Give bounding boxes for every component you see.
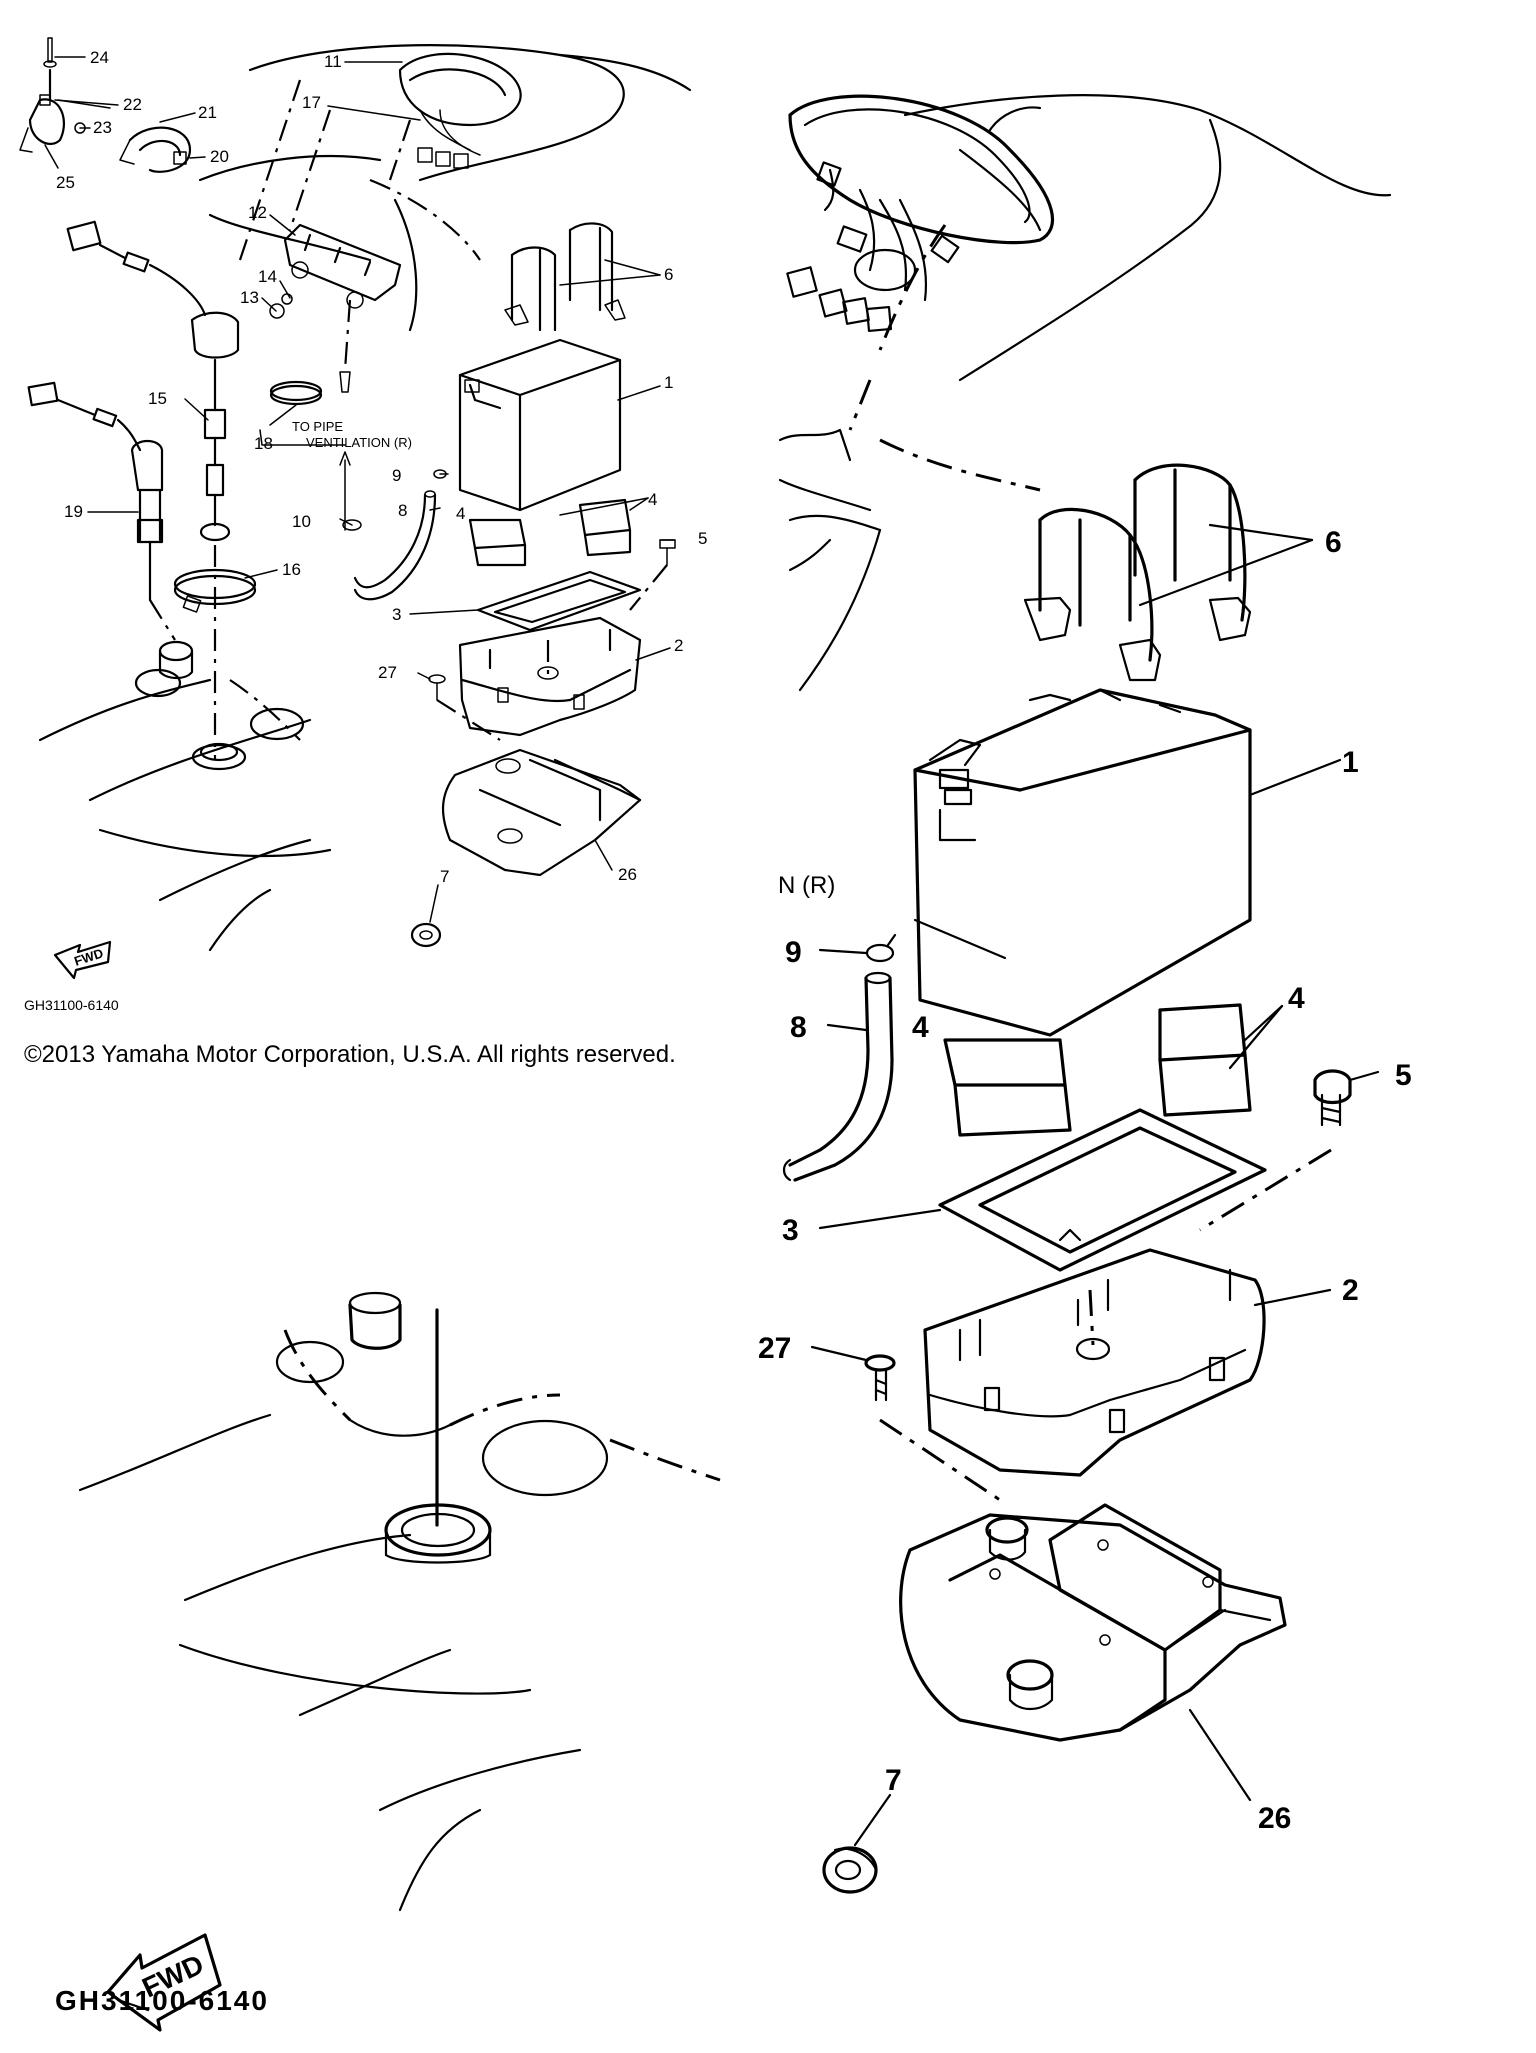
zoomed-battery-straps [1023, 463, 1252, 682]
overview-grommet-7 [410, 922, 442, 948]
zoomed-leader-lines [810, 523, 1380, 1847]
callout-7-small: 7 [440, 867, 449, 886]
callout-13-small: 13 [240, 288, 259, 307]
callout-2-large: 2 [1342, 1274, 1359, 1307]
zoomed-hull-outline [778, 94, 1392, 692]
callout-16-small: 16 [282, 560, 301, 579]
zoomed-pads [943, 1003, 1252, 1137]
callout-27-small: 27 [378, 663, 397, 682]
callout-8-large: 8 [790, 1011, 807, 1044]
callout-6-large: 6 [1325, 526, 1342, 559]
callout-25-small: 25 [56, 173, 75, 192]
overview-battery-case [458, 616, 642, 737]
overview-diagram: FWD [19, 37, 707, 1013]
overview-vent-hose [339, 451, 447, 601]
overview-sensor-assembly [66, 220, 240, 760]
note-pipe-line2: VENTILATION (R) [306, 435, 412, 450]
overview-battery [458, 222, 626, 512]
callout-9-small: 9 [392, 466, 401, 485]
callout-9-large: 9 [785, 936, 802, 969]
overview-clamp-18 [269, 380, 323, 406]
copyright-notice: ©2013 Yamaha Motor Corporation, U.S.A. A… [24, 1041, 676, 1068]
callout-27-large: 27 [758, 1332, 791, 1365]
note-pipe-cropped: N (R) [778, 872, 835, 899]
callout-4b-small: 4 [648, 490, 657, 509]
callout-24-small: 24 [90, 48, 109, 67]
callout-21-small: 21 [198, 103, 217, 122]
callout-3-large: 3 [782, 1214, 799, 1247]
callout-17-small: 17 [302, 93, 321, 112]
callout-8-small: 8 [398, 501, 407, 520]
callout-4a-small: 4 [456, 504, 465, 523]
callout-18-small: 18 [254, 434, 273, 453]
callout-23-small: 23 [93, 118, 112, 137]
callout-10-small: 10 [292, 512, 311, 531]
fwd-label-small: FWD [72, 945, 105, 968]
fwd-arrow-small: FWD [53, 940, 112, 980]
zoomed-callouts: 6 1 N (R) 9 8 4 4 5 3 2 27 26 7 GH31100-… [55, 526, 1412, 2016]
overview-battery-tray [441, 748, 642, 877]
callout-7-large: 7 [885, 1764, 902, 1797]
zoomed-vent-hose [782, 933, 897, 1182]
overview-pads [468, 498, 632, 567]
callout-26-large: 26 [1258, 1802, 1291, 1835]
overview-nut-13 [269, 293, 293, 319]
callout-19-small: 19 [64, 502, 83, 521]
callout-20-small: 20 [210, 147, 229, 166]
callout-3-small: 3 [392, 605, 401, 624]
zoomed-plate-3 [938, 1108, 1267, 1272]
callout-1-large: 1 [1342, 746, 1359, 779]
zoomed-grommet-7 [822, 1846, 878, 1894]
overview-harness-19 [27, 381, 194, 680]
callout-1-small: 1 [664, 373, 673, 392]
note-pipe-line1: TO PIPE [292, 419, 343, 434]
overview-bolt-5 [629, 539, 676, 611]
overview-hull-outline [38, 44, 692, 952]
callout-4a-large: 4 [912, 1011, 929, 1044]
diagram-id-small: GH31100-6140 [24, 997, 119, 1013]
callout-14-small: 14 [258, 267, 277, 286]
overview-meter-cluster [388, 52, 522, 181]
callout-12-small: 12 [248, 203, 267, 222]
overview-callouts: 24 22 23 25 21 20 11 17 12 14 13 15 18 1… [24, 48, 707, 1013]
callout-22-small: 22 [123, 95, 142, 114]
zoomed-meter-cluster [786, 94, 1055, 333]
overview-parts-20-25 [19, 37, 192, 173]
zoomed-lower-hull [78, 1291, 721, 1912]
overview-clamp-16 [173, 568, 257, 613]
callout-4b-large: 4 [1288, 982, 1305, 1015]
overview-plate-3 [476, 570, 642, 632]
zoomed-battery-tray [899, 1503, 1287, 1742]
callout-26-small: 26 [618, 865, 637, 884]
callout-11-small: 11 [324, 52, 342, 71]
callout-5-small: 5 [698, 529, 707, 548]
zoomed-bolt-5 [1199, 1069, 1352, 1232]
zoomed-screw-27 [864, 1354, 1001, 1502]
overview-bracket-12 [283, 223, 402, 393]
diagram-id-large: GH31100-6140 [55, 1985, 269, 2016]
callout-2-small: 2 [674, 636, 683, 655]
zoomed-battery [913, 688, 1252, 1037]
overview-leader-lines [44, 56, 676, 923]
zoomed-battery-case [923, 1248, 1266, 1477]
callout-5-large: 5 [1395, 1059, 1412, 1092]
callout-15-small: 15 [148, 389, 167, 408]
callout-6-small: 6 [664, 265, 673, 284]
